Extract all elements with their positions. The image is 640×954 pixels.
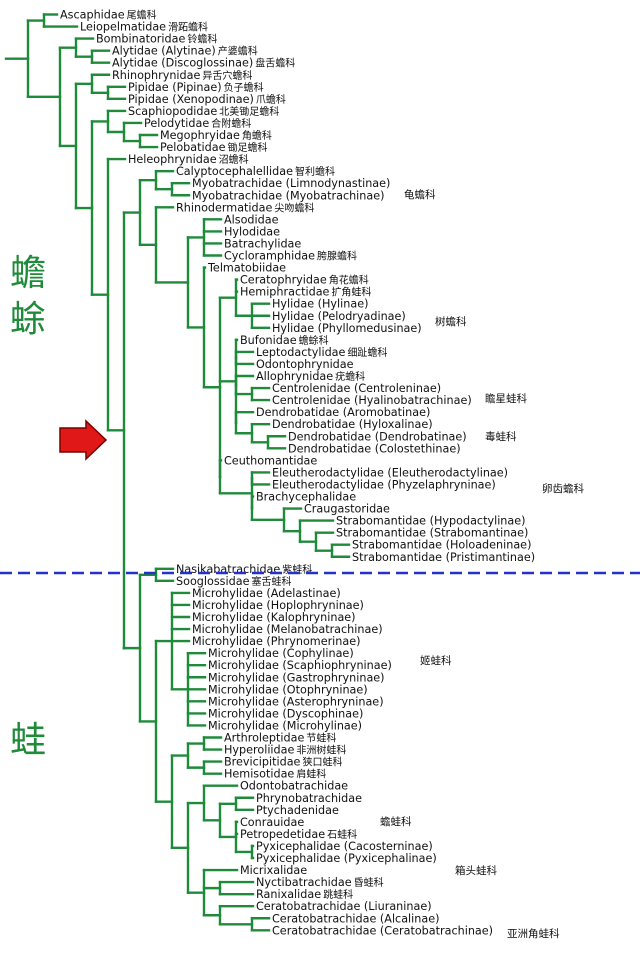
taxon-label: Microhylidae (Adelastinae) bbox=[192, 587, 341, 600]
taxon-label: Telmatobiidae bbox=[207, 262, 286, 275]
taxon-label: Microhylidae (Dyscophinae) bbox=[208, 707, 363, 720]
taxon-label: Alytidae (Discoglossinae)盘舌蟾科 bbox=[112, 57, 295, 70]
group-label: 箱头蛙科 bbox=[455, 864, 497, 877]
taxon-label: Conrauidae bbox=[240, 816, 304, 829]
side-label-toads-2: 蜍 bbox=[10, 299, 46, 340]
taxon-label: Strabomantidae (Strabomantinae) bbox=[336, 527, 528, 540]
taxon-label: Ceuthomantidae bbox=[224, 454, 317, 467]
taxon-label: Pipidae (Pipinae)负子蟾科 bbox=[128, 81, 264, 94]
taxon-label: Ptychadenidae bbox=[256, 804, 339, 817]
taxon-label: Microhylidae (Phrynomerinae) bbox=[192, 635, 360, 648]
taxon-label: Eleutherodactylidae (Eleutherodactylinae… bbox=[272, 466, 508, 479]
taxon-label: Alsodidae bbox=[224, 213, 279, 226]
taxon-label: Alytidae (Alytinae)产婆蟾科 bbox=[112, 45, 258, 58]
taxon-label: Eleutherodactylidae (Phyzelaphryninae) bbox=[272, 478, 496, 491]
taxon-label: Phrynobatrachidae bbox=[256, 792, 362, 805]
taxon-label: Hylidae (Phyllomedusinae) bbox=[272, 322, 422, 335]
taxon-label: Microhylidae (Microhylinae) bbox=[208, 719, 362, 732]
group-label: 树蟾科 bbox=[435, 315, 467, 328]
taxon-label: Microhylidae (Scaphiophryninae) bbox=[208, 659, 392, 672]
taxon-label: Microhylidae (Cophylinae) bbox=[208, 647, 354, 660]
tree-branches bbox=[4, 13, 351, 932]
taxon-label: Myobatrachidae (Myobatrachinae) bbox=[192, 189, 385, 202]
taxon-label: Odontobatrachidae bbox=[240, 780, 348, 793]
taxon-label: Odontophrynidae bbox=[256, 358, 354, 371]
taxon-label: Microhylidae (Gastrophryninae) bbox=[208, 671, 385, 684]
taxon-label: Microhylidae (Hoplophryninae) bbox=[192, 599, 364, 612]
taxon-label: Strabomantidae (Hypodactylinae) bbox=[336, 515, 526, 528]
taxon-label: Dendrobatidae (Colostethinae) bbox=[288, 442, 461, 455]
taxon-label: Microhylidae (Otophryninae) bbox=[208, 683, 368, 696]
taxon-label: Ceratobatrachidae (Liuraninae) bbox=[256, 900, 432, 913]
taxon-label: Micrixalidae bbox=[240, 864, 307, 877]
red-arrow-icon bbox=[59, 419, 108, 461]
taxon-label: Batrachylidae bbox=[224, 237, 301, 250]
side-label-frogs: 蛙 bbox=[10, 720, 46, 761]
taxon-label: Ceratobatrachidae (Ceratobatrachinae) bbox=[272, 924, 493, 937]
group-label: 卵齿蟾科 bbox=[542, 482, 584, 495]
taxon-label: Microhylidae (Asterophryninae) bbox=[208, 695, 384, 708]
group-label: 龟蟾科 bbox=[404, 188, 436, 201]
taxon-label: Strabomantidae (Holoadeninae) bbox=[352, 539, 531, 552]
taxon-label: Microhylidae (Kalophryninae) bbox=[192, 611, 356, 624]
group-label: 蟾蛙科 bbox=[380, 815, 412, 828]
group-label: 毒蛙科 bbox=[485, 430, 517, 443]
taxon-label: Dendrobatidae (Hyloxalinae) bbox=[272, 418, 433, 431]
taxon-label: Brachycephalidae bbox=[256, 491, 356, 504]
taxon-label: Centrolenidae (Hyalinobatrachinae) bbox=[272, 394, 472, 407]
taxon-label: Hylidae (Pelodryadinae) bbox=[272, 310, 406, 323]
taxon-label: Dendrobatidae (Aromobatinae) bbox=[256, 406, 430, 419]
taxon-label: Hylidae (Hylinae) bbox=[272, 298, 368, 311]
taxon-label: Hylodidae bbox=[224, 225, 280, 238]
taxon-label: Pipidae (Xenopodinae)爪蟾科 bbox=[128, 93, 286, 106]
taxon-label: Myobatrachidae (Limnodynastinae) bbox=[192, 177, 390, 190]
taxon-label: Ceratobatrachidae (Alcalinae) bbox=[272, 912, 439, 925]
taxon-label: Craugastoridae bbox=[304, 503, 390, 516]
taxon-label: Microhylidae (Melanobatrachinae) bbox=[192, 623, 383, 636]
taxon-label: Dendrobatidae (Dendrobatinae) bbox=[288, 430, 467, 443]
taxon-label: Pyxicephalidae (Cacosterninae) bbox=[256, 840, 433, 853]
group-label: 姬蛙科 bbox=[420, 654, 452, 667]
taxon-label: Pyxicephalidae (Pyxicephalinae) bbox=[256, 852, 437, 865]
taxon-label: Strabomantidae (Pristimantinae) bbox=[352, 551, 535, 564]
group-label: 瞻星蛙科 bbox=[485, 392, 527, 405]
side-label-toads-1: 蟾 bbox=[10, 253, 46, 294]
group-label: 亚洲角蛙科 bbox=[507, 927, 560, 940]
taxon-label: Centrolenidae (Centroleninae) bbox=[272, 382, 441, 395]
